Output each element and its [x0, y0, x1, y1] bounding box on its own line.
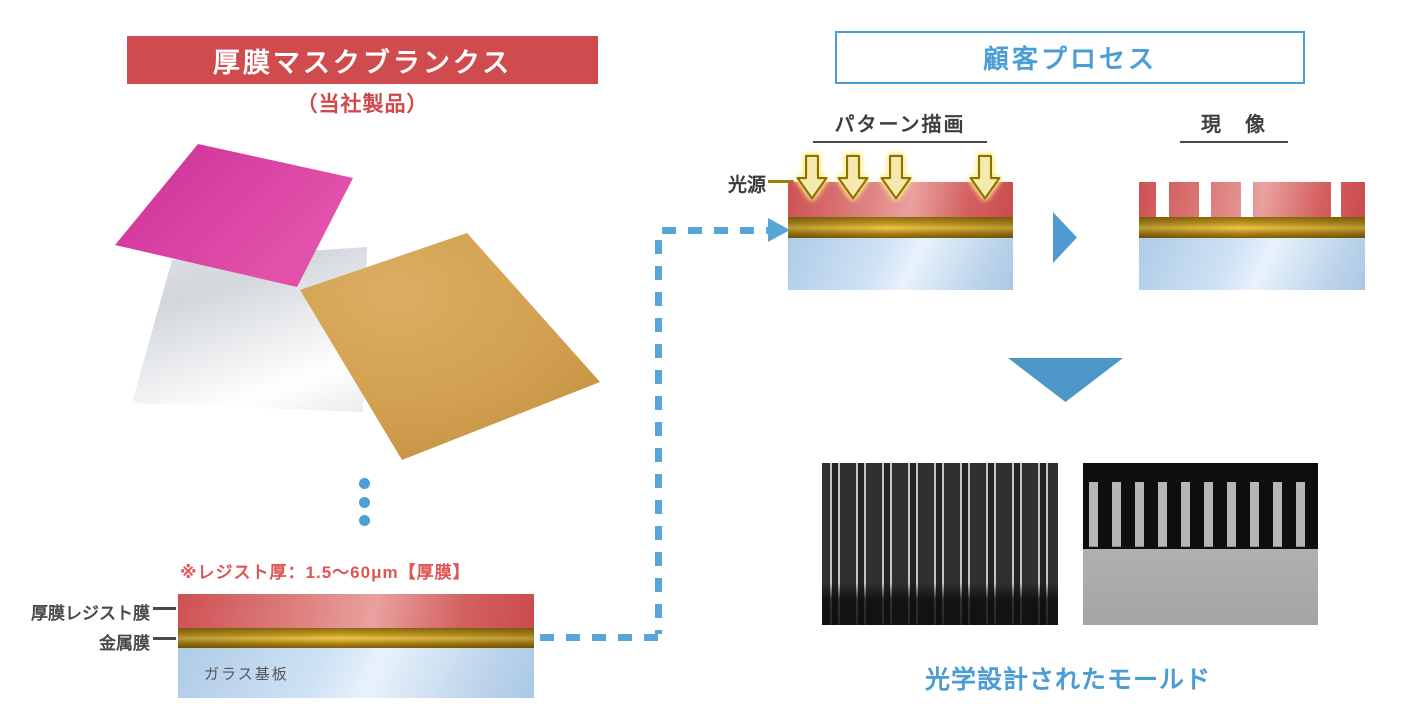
product-layer-stack: ガラス基板: [178, 594, 534, 698]
resist-gap: [1241, 182, 1253, 217]
glass-layer: [788, 238, 1013, 290]
connector-arrowhead-icon: [768, 218, 790, 242]
resist-label-line: [153, 607, 176, 610]
metal-layer-label: 金属膜: [99, 634, 150, 653]
step-development-label: 現 像: [1180, 108, 1288, 143]
connector-dash-top: [662, 227, 768, 234]
development-stack: [1139, 182, 1365, 290]
light-beam-arrow-icon: [880, 154, 912, 200]
pattern-drawing-stack: [788, 182, 1013, 290]
dot-icon: [358, 496, 370, 508]
metal-layer: [1139, 217, 1365, 238]
ellipsis-dots-icon: [357, 478, 371, 526]
customer-process-title: 顧客プロセス: [982, 44, 1157, 74]
light-beam-arrow-icon: [969, 154, 1001, 200]
customer-process-box: 顧客プロセス: [835, 31, 1305, 84]
glass-layer: ガラス基板: [178, 648, 534, 698]
metal-layer: [788, 217, 1013, 238]
sem-image-pillar-mold: [1083, 463, 1318, 625]
light-beam-arrow-icon: [796, 154, 828, 200]
step-pattern-drawing-label: パターン描画: [813, 108, 987, 143]
product-photo: [115, 135, 625, 490]
connector-dash-bottom: [540, 634, 658, 641]
light-source-label: 光源: [727, 175, 766, 196]
next-step-arrow-icon: [1053, 212, 1077, 263]
result-caption: 光学設計されたモールド: [924, 666, 1211, 694]
patterned-resist-layer: [1139, 182, 1365, 217]
connector-dash-vertical: [655, 240, 662, 634]
light-beam-arrow-icon: [837, 154, 869, 200]
product-title-banner: 厚膜マスクブランクス: [127, 36, 598, 84]
resist-gap: [1331, 182, 1341, 217]
product-title: 厚膜マスクブランクス: [212, 47, 513, 78]
product-subtitle: （当社製品）: [296, 93, 429, 116]
resist-layer: [178, 594, 534, 628]
resist-gap: [1199, 182, 1211, 217]
dot-icon: [358, 515, 370, 526]
light-source-line: [768, 180, 794, 183]
metal-layer: [178, 628, 534, 648]
result-arrow-down-icon: [1008, 358, 1123, 402]
resist-gap: [1156, 182, 1169, 217]
glass-layer-label: ガラス基板: [204, 666, 289, 683]
resist-layer-label: 厚膜レジスト膜: [31, 604, 150, 623]
resist-thickness-note: ※レジスト厚：1.5～60μm【厚膜】: [180, 563, 471, 582]
glass-layer: [1139, 238, 1365, 290]
metal-label-line: [153, 637, 176, 640]
sem-image-deep-trenches: [822, 463, 1058, 625]
dot-icon: [358, 478, 370, 489]
